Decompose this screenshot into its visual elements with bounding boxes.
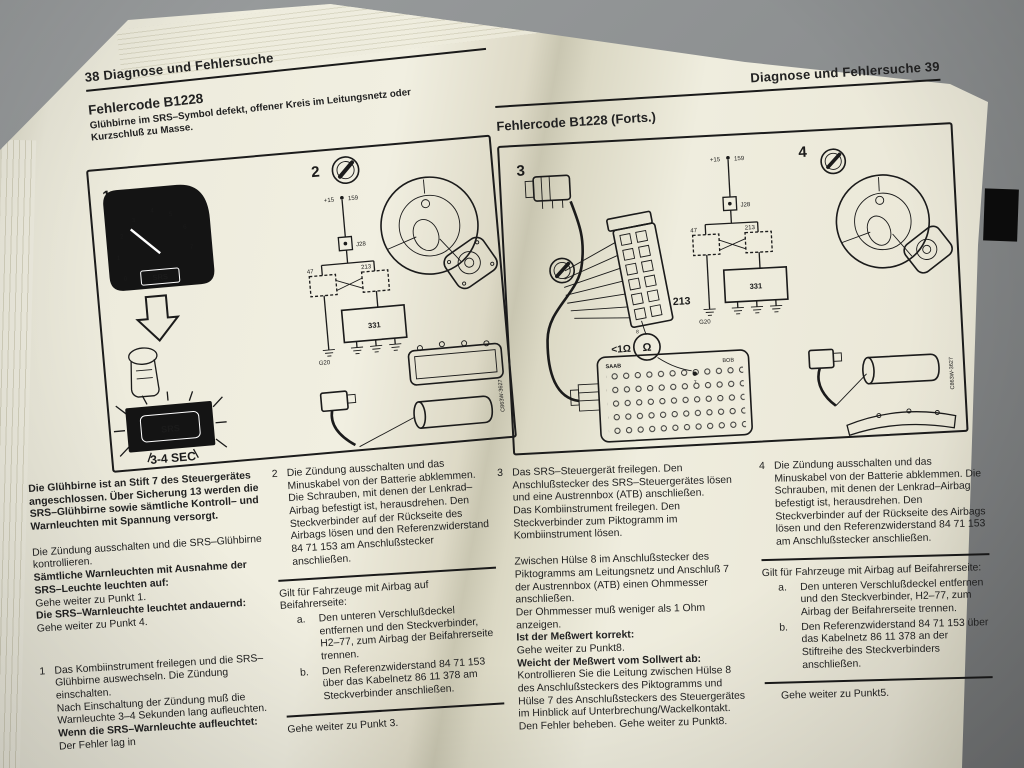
ignition-key-icon: [820, 148, 847, 175]
ignition-key-icon: [549, 257, 576, 284]
figure-code: C863W-3627: [949, 357, 957, 390]
lettered-item: a. Den unteren Verschlußdeckel entfernen…: [762, 577, 991, 621]
ohm-symbol: Ω: [642, 342, 652, 354]
paragraph: Das SRS–Steuergerät freilegen. Den Ansch…: [511, 463, 733, 504]
bob-brand: SAAB: [605, 363, 621, 370]
pin-8-label: 8: [636, 329, 639, 335]
left-column-2: 2 Die Zündung ausschalten und das Minusk…: [272, 456, 506, 740]
wiring-schematic: +15 159 J28 47 213 G20 331: [307, 195, 408, 367]
step-3-label: 3: [516, 162, 525, 179]
paragraph: Das Kombiinstrument freilegen. Den Steck…: [512, 501, 681, 543]
airbag-module: [903, 225, 953, 274]
step-4-label: 4: [798, 144, 808, 161]
wiring-schematic: +15 159 J28 47 213 G20 331: [690, 156, 789, 326]
right-column-2: 4 Die Zündung ausschalten und das Minusk…: [759, 455, 994, 728]
ohm-threshold: <1Ω: [611, 344, 631, 356]
numbered-step: 1 Das Kombiinstrument freilegen und die …: [39, 652, 274, 755]
left-figure-box: 1 0 1 2 3 4 5 6 7 SRS: [86, 134, 517, 473]
flash-caption: 3-4 SEC: [150, 449, 197, 467]
left-column-1: Die Glühbirne ist an Stift 7 des Steuerg…: [28, 470, 274, 755]
ohmmeter-icon: [633, 332, 661, 361]
svg-text:47: 47: [307, 269, 315, 276]
harness-cable: [546, 200, 585, 403]
connector-label: 213: [673, 295, 691, 308]
svg-text:5: 5: [169, 212, 174, 218]
step-2-label: 2: [311, 163, 321, 181]
right-figure-box: 3 213 8: [497, 122, 969, 456]
pin-7-label: 7: [694, 380, 697, 386]
srs-flash-label: SRS: [161, 423, 180, 435]
svg-text:0: 0: [124, 276, 129, 282]
left-page-columns: Die Glühbirne ist an Stift 7 des Steuerg…: [28, 456, 506, 755]
item-letter: a.: [296, 614, 306, 626]
right-column-1: 3 Das SRS–Steuergerät freilegen. Den Ans…: [497, 462, 750, 735]
paragraph: Den Referenzwiderstand 84 71 153 über da…: [801, 616, 989, 671]
svg-text:159: 159: [348, 195, 359, 202]
reference-resistor: [413, 395, 494, 429]
paragraph: Den unteren Verschlußdeckel entfernen un…: [318, 605, 494, 663]
reference-resistor: [862, 353, 940, 385]
paragraph: Gehe weiter zu Punkt5.: [780, 688, 890, 702]
svg-text:G20: G20: [699, 319, 711, 326]
svg-text:331: 331: [368, 320, 381, 330]
airbag-module: [443, 236, 498, 290]
item-letter: a.: [778, 581, 788, 594]
harness-plug: [524, 174, 572, 209]
svg-text:7: 7: [190, 244, 195, 250]
numbered-step: 2 Die Zündung ausschalten und das Minusk…: [272, 456, 496, 571]
column-rule: [764, 676, 993, 685]
paragraph: Die Zündung ausschalten und das Minuskab…: [773, 456, 986, 548]
bob-label: BOB: [722, 358, 734, 365]
paragraph: Die Zündung ausschalten und das Minuskab…: [286, 458, 490, 568]
figure-code: C863W-3627: [498, 379, 507, 412]
item-letter: b.: [779, 622, 789, 634]
svg-text:331: 331: [749, 281, 762, 291]
page-edges-left: [0, 139, 37, 768]
paragraph: Den Referenzwiderstand 84 71 153 über da…: [321, 656, 486, 703]
bulb-icon: [128, 347, 160, 398]
right-page-columns: 3 Das SRS–Steuergerät freilegen. Den Ans…: [497, 455, 994, 734]
connector-block-213: [564, 210, 674, 329]
svg-text:G20: G20: [319, 360, 332, 367]
svg-text:2: 2: [120, 234, 125, 240]
tachometer-gauge: 0 1 2 3 4 5 6 7 SRS: [103, 184, 215, 291]
svg-text:159: 159: [734, 156, 745, 163]
svg-text:3: 3: [132, 218, 137, 224]
right-figure-art: 3 213 8: [516, 144, 957, 443]
svg-text:+15: +15: [710, 157, 721, 164]
lettered-item: b. Den Referenzwiderstand 84 71 153 über…: [763, 617, 992, 674]
svg-text:1: 1: [117, 256, 122, 262]
svg-text:213: 213: [745, 225, 756, 232]
svg-text:+15: +15: [324, 197, 335, 204]
connector-plug: [319, 390, 357, 447]
left-figure-art: 1 0 1 2 3 4 5 6 7 SRS: [102, 156, 507, 467]
svg-text:6: 6: [183, 225, 188, 231]
numbered-step: 4 Die Zündung ausschalten und das Minusk…: [759, 455, 989, 550]
srs-window-label: SRS: [152, 272, 168, 282]
item-letter: b.: [299, 666, 310, 679]
numbered-step: 3 Das SRS–Steuergerät freilegen. Den Ans…: [497, 462, 750, 735]
down-arrow-icon: [135, 294, 181, 342]
ignition-key-icon: [331, 156, 360, 185]
svg-text:J28: J28: [740, 202, 751, 209]
steering-wheel: [380, 176, 479, 275]
column-rule: [761, 552, 990, 561]
svg-text:J28: J28: [356, 241, 367, 248]
paragraph: Zwischen Hülse 8 im Anschlußstecker des …: [514, 551, 730, 606]
paragraph: Den unteren Verschlußdeckel entfernen un…: [800, 576, 984, 618]
svg-text:47: 47: [690, 228, 698, 234]
paragraph: Kontrollieren Sie die Leitung zwischen H…: [517, 665, 746, 720]
airbag-unit: [407, 340, 504, 386]
srs-warning-flash: SRS: [113, 391, 228, 463]
steering-wheel: [835, 174, 931, 269]
svg-text:4: 4: [150, 208, 155, 214]
breakout-box: SAAB BOB 7: [569, 349, 753, 443]
connector-plug: [808, 348, 843, 407]
airbag-unit: [846, 408, 957, 437]
bookmark-tab: [983, 188, 1019, 242]
svg-text:213: 213: [361, 264, 372, 271]
